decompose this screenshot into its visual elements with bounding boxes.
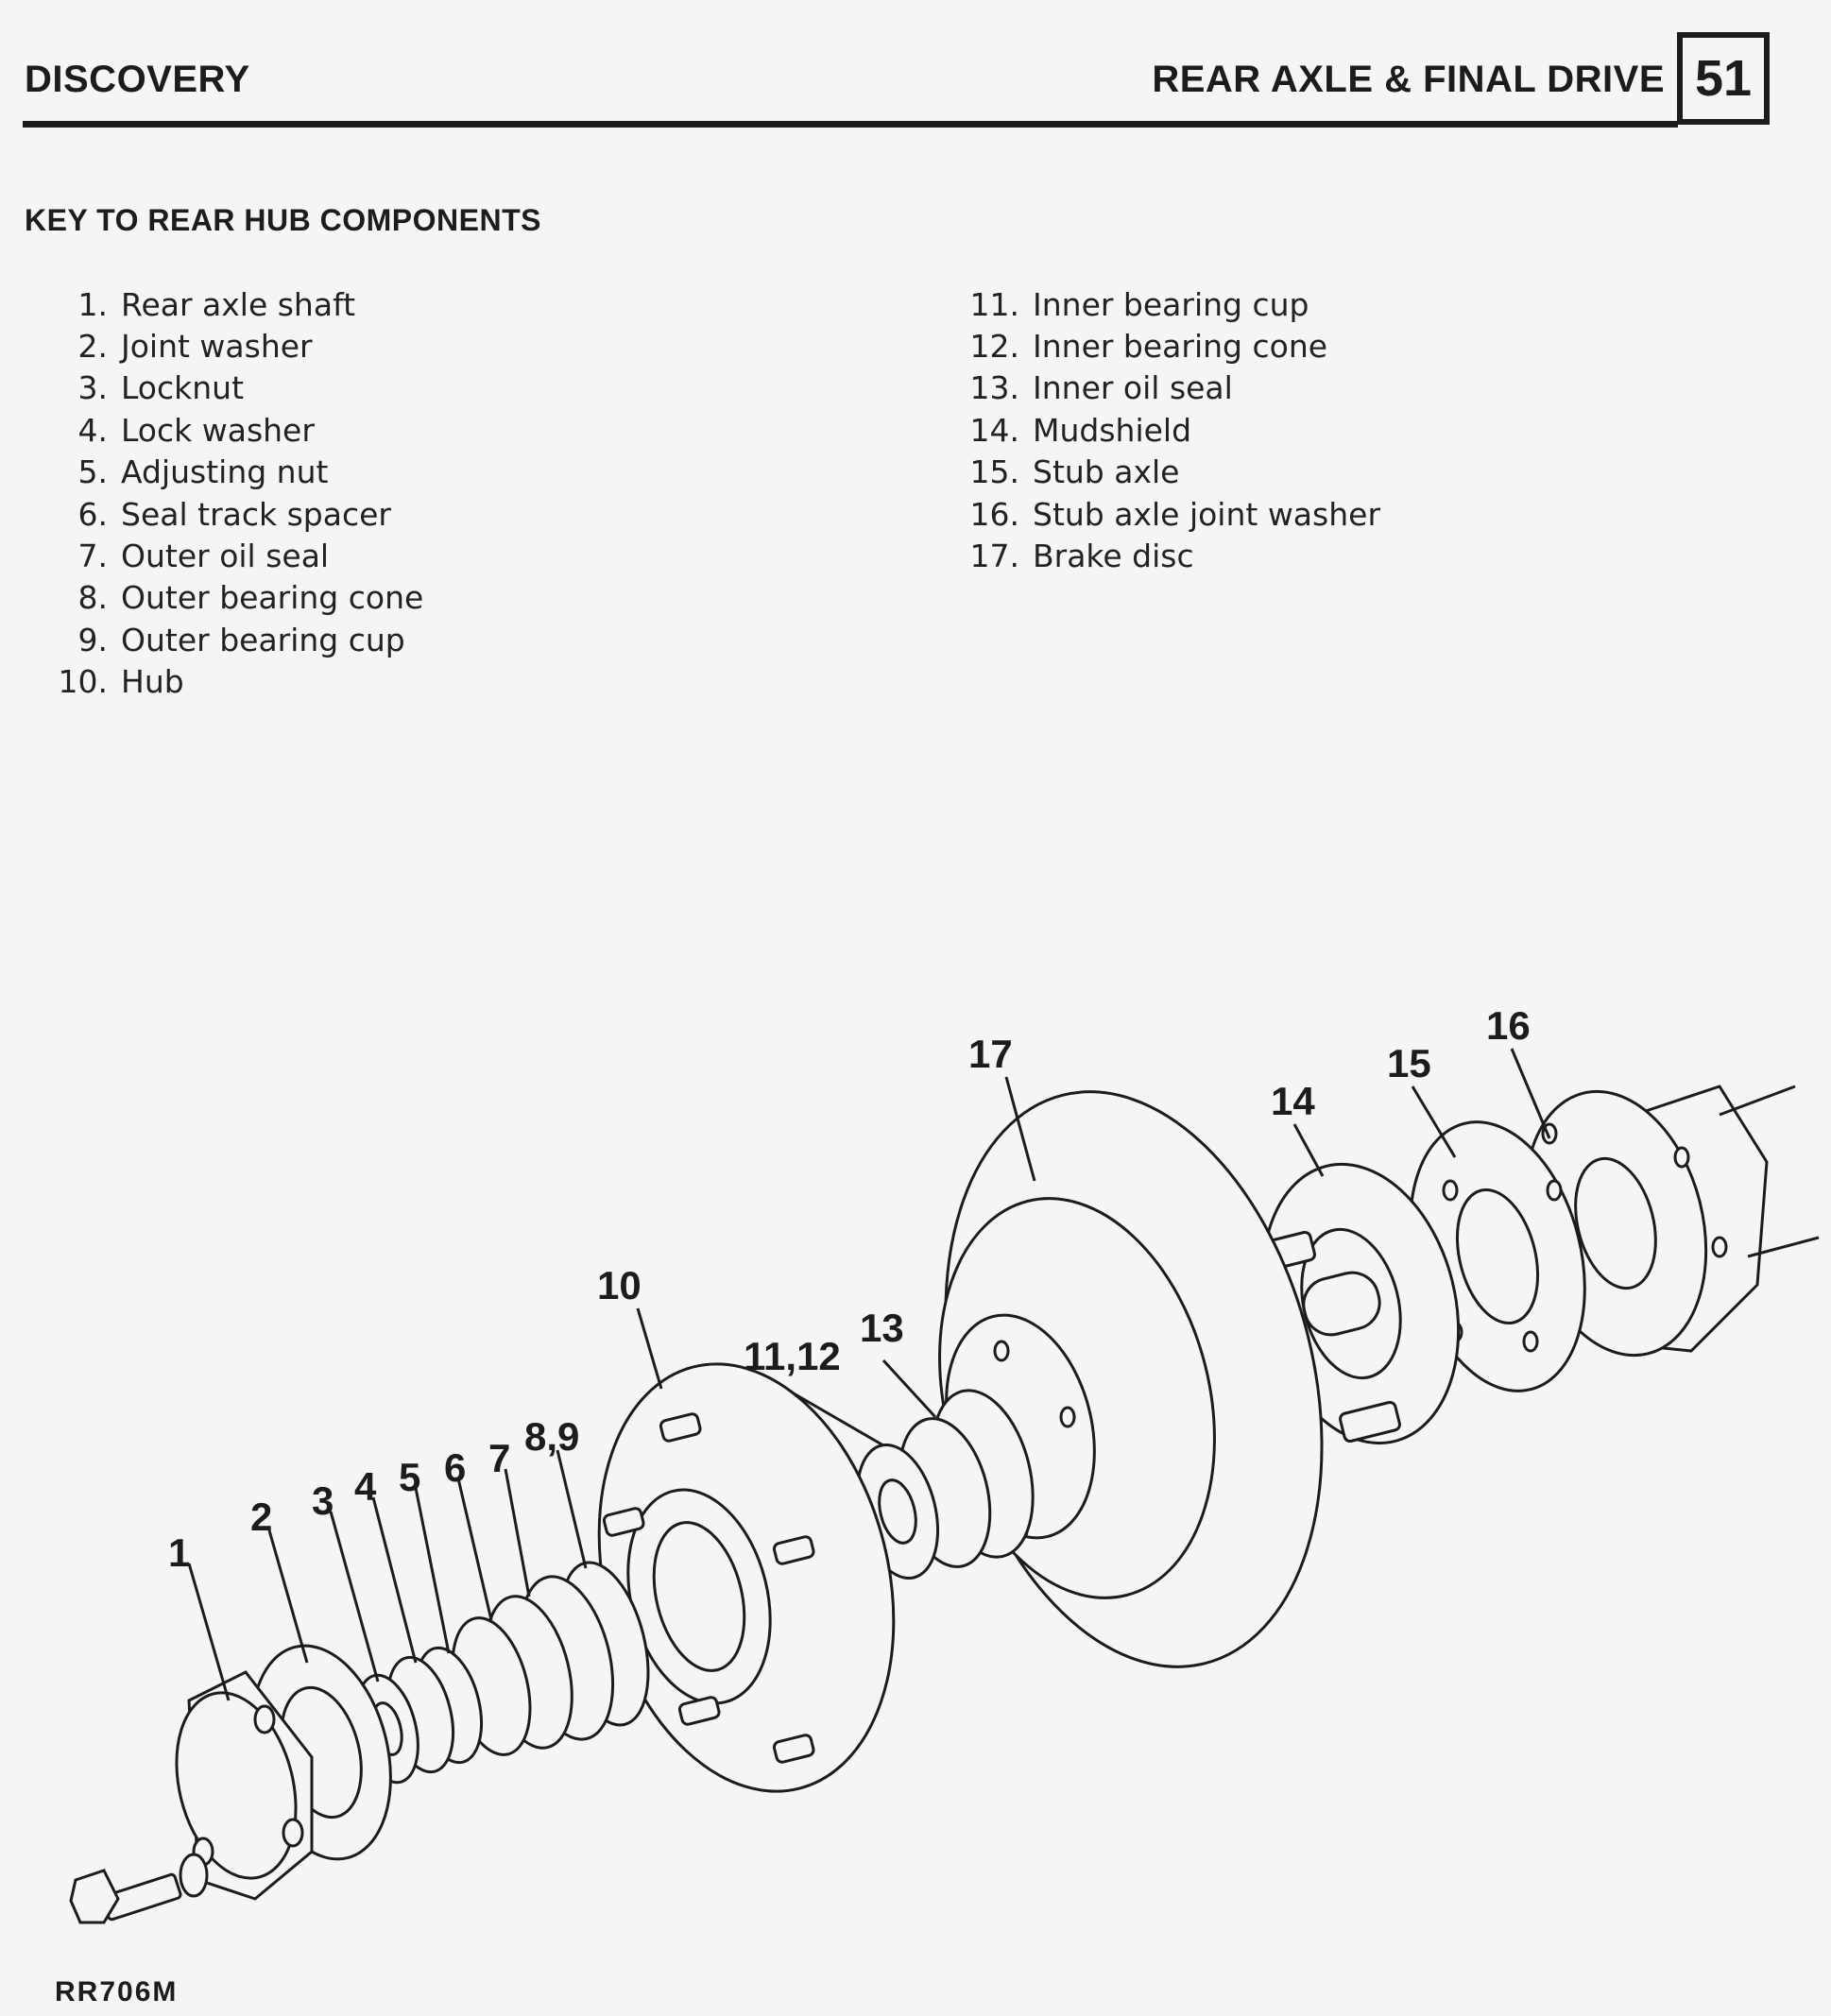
key-item-label: Brake disc: [1033, 538, 1194, 575]
callout-16: 16: [1486, 1003, 1531, 1048]
key-item: 16. Stub axle joint washer: [950, 493, 1705, 535]
key-item-number: 1.: [77, 285, 109, 323]
callout-10: 10: [597, 1263, 642, 1307]
leader-lines: [187, 1048, 1551, 1701]
key-list-column-1: 1. Rear axle shaft 2. Joint washer 3. Lockn…: [38, 283, 699, 703]
key-item: 7. Outer oil seal: [38, 535, 699, 576]
callout-17: 17: [968, 1032, 1013, 1076]
callout-6: 6: [444, 1445, 466, 1490]
key-item-number: 6.: [77, 495, 109, 533]
key-item-number: 14.: [969, 411, 1019, 449]
key-item-number: 9.: [77, 621, 109, 658]
exploded-hub-diagram: 1 2 3 4 5 6 7 8,9 10 11,12 13 17 14 15 1…: [69, 1003, 1820, 1924]
key-item-number: 8.: [77, 579, 109, 617]
key-item-label: Joint washer: [121, 328, 313, 366]
key-item-number: 7.: [77, 538, 109, 575]
key-item-number: 16.: [969, 495, 1019, 533]
key-item: 2. Joint washer: [38, 325, 699, 367]
key-item-label: Outer bearing cone: [121, 579, 424, 617]
key-item-label: Inner bearing cup: [1033, 285, 1309, 323]
key-item-number: 10.: [58, 663, 108, 701]
brake-disc: [938, 1090, 1324, 1668]
outer-bearing-and-seal: [451, 1561, 650, 1756]
key-item-number: 17.: [969, 538, 1019, 575]
key-item-number: 2.: [77, 328, 109, 366]
key-item: 15. Stub axle: [950, 452, 1705, 493]
callout-8-9: 8,9: [524, 1414, 579, 1459]
section-number-box: 51: [1677, 32, 1770, 125]
key-item-number: 5.: [77, 453, 109, 491]
section-number: 51: [1694, 50, 1753, 107]
inner-bearing-and-seal: [855, 1389, 1035, 1580]
key-item: 13. Inner oil seal: [950, 367, 1705, 409]
key-item-label: Stub axle: [1033, 453, 1180, 491]
callout-14: 14: [1271, 1079, 1315, 1123]
hub: [597, 1362, 896, 1793]
key-item: 14. Mudshield: [950, 409, 1705, 451]
key-item-number: 3.: [77, 369, 109, 407]
flange-bolt: [69, 1853, 209, 1924]
callout-4: 4: [354, 1464, 377, 1509]
key-item: 6. Seal track spacer: [38, 493, 699, 535]
callout-11-12: 11,12: [744, 1334, 841, 1378]
key-item-label: Hub: [121, 663, 184, 701]
key-item-label: Stub axle joint washer: [1033, 495, 1381, 533]
manual-title: DISCOVERY: [25, 59, 250, 100]
key-item-number: 11.: [969, 285, 1019, 323]
key-item: 9. Outer bearing cup: [38, 619, 699, 660]
callout-1: 1: [168, 1530, 190, 1575]
callout-15: 15: [1387, 1041, 1431, 1085]
key-item-label: Adjusting nut: [121, 453, 329, 491]
key-item: 11. Inner bearing cup: [950, 283, 1705, 325]
key-item: 10. Hub: [38, 661, 699, 703]
key-item: 5. Adjusting nut: [38, 452, 699, 493]
header-rule: [23, 121, 1678, 128]
key-item-number: 12.: [969, 328, 1019, 366]
callout-7: 7: [488, 1436, 510, 1480]
key-item-label: Outer bearing cup: [121, 621, 405, 658]
rear-axle-shaft: [175, 1670, 314, 1901]
callout-5: 5: [399, 1455, 420, 1499]
key-item: 17. Brake disc: [950, 535, 1705, 576]
key-item-label: Inner oil seal: [1033, 369, 1233, 407]
key-item-number: 13.: [969, 369, 1019, 407]
key-item-number: 15.: [969, 453, 1019, 491]
chapter-title: REAR AXLE & FINAL DRIVE: [1152, 59, 1665, 100]
key-item-label: Locknut: [121, 369, 245, 407]
callout-13: 13: [860, 1306, 904, 1350]
key-item-label: Outer oil seal: [121, 538, 330, 575]
figure-reference-code: RR706M: [55, 1976, 179, 2007]
key-item: 4. Lock washer: [38, 409, 699, 451]
key-list-column-2: 11. Inner bearing cup 12. Inner bearing co…: [950, 283, 1705, 577]
key-item-label: Inner bearing cone: [1033, 328, 1328, 366]
key-title: KEY TO REAR HUB COMPONENTS: [25, 203, 541, 237]
key-item-label: Lock washer: [121, 411, 315, 449]
key-item: 12. Inner bearing cone: [950, 325, 1705, 367]
key-item-label: Seal track spacer: [121, 495, 391, 533]
callout-3: 3: [312, 1478, 334, 1523]
key-item: 8. Outer bearing cone: [38, 577, 699, 619]
key-item-label: Rear axle shaft: [121, 285, 356, 323]
key-item-label: Mudshield: [1033, 411, 1192, 449]
key-item-number: 4.: [77, 411, 109, 449]
key-item: 3. Locknut: [38, 367, 699, 409]
callout-2: 2: [250, 1495, 272, 1539]
key-item: 1. Rear axle shaft: [38, 283, 699, 325]
